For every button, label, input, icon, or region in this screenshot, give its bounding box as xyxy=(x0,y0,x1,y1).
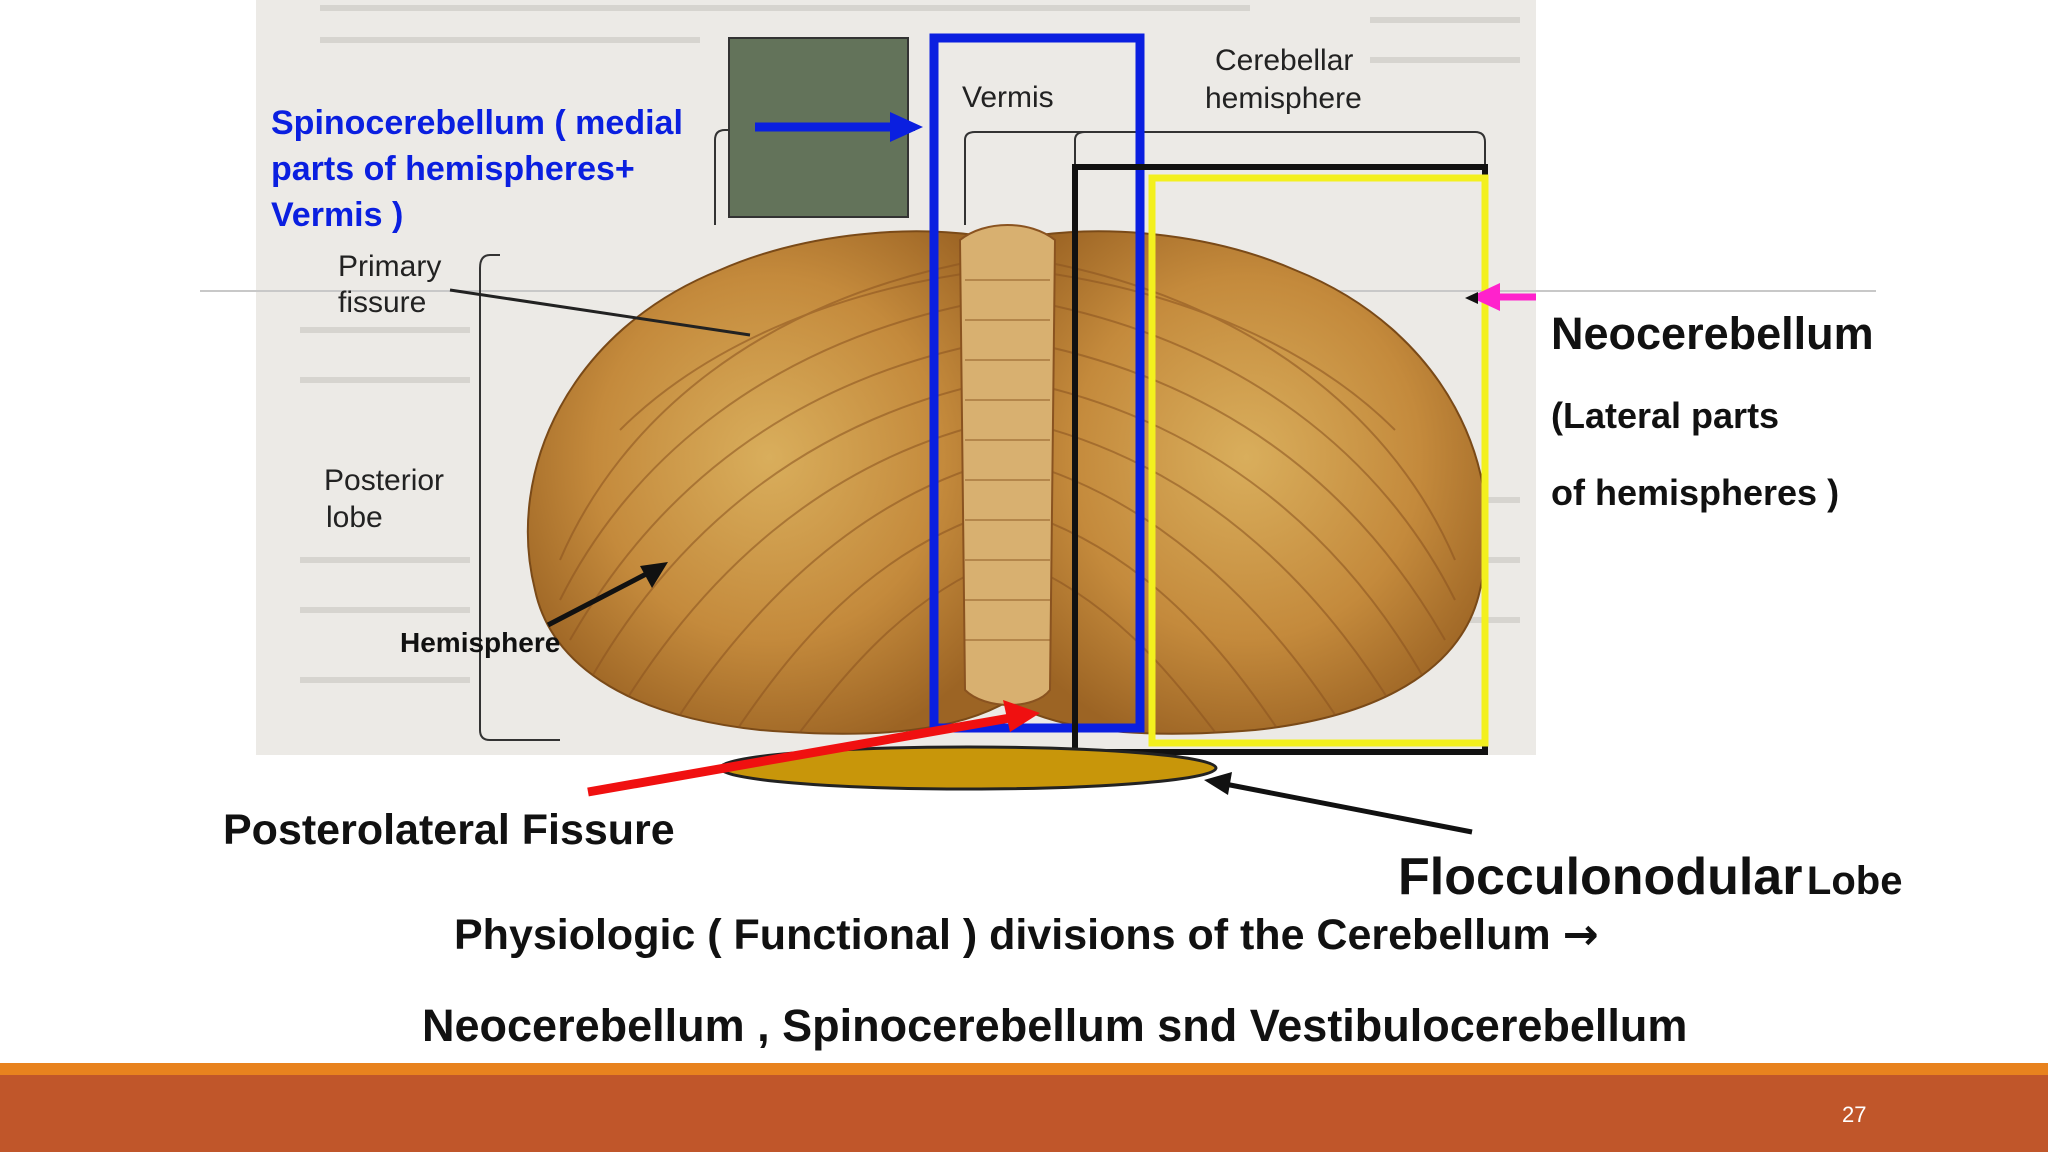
posterolateral-fissure-label: Posterolateral Fissure xyxy=(223,806,675,854)
caption-line2: Neocerebellum , Spinocerebellum snd Vest… xyxy=(422,1000,1688,1051)
posterior-lobe-line1: Posterior xyxy=(324,464,444,497)
posterior-lobe-line2: lobe xyxy=(326,501,383,534)
cerebellar-label-line2: hemisphere xyxy=(1205,82,1362,115)
primary-fissure-pointer xyxy=(449,288,751,337)
neo-arrow-head xyxy=(1470,283,1500,311)
spino-line2: parts of hemispheres+ xyxy=(271,150,635,188)
figure-labels: Vermis Cerebellar hemisphere Primary fis… xyxy=(324,44,1362,534)
primary-fissure-line1: Primary xyxy=(338,250,441,283)
neocerebellum-title: Neocerebellum xyxy=(1551,308,1874,359)
lateral-hemisphere-yellow-box xyxy=(1148,174,1489,747)
caption-line1: Physiologic ( Functional ) divisions of … xyxy=(454,910,1599,960)
vermis-strip xyxy=(958,224,1057,706)
footer-bar xyxy=(0,1075,2048,1152)
caption-arrow-icon: → xyxy=(1562,910,1599,960)
neocerebellum-sub2: of hemispheres ) xyxy=(1551,472,1840,513)
neocerebellum-sub1: (Lateral parts xyxy=(1551,395,1780,436)
vermis-label: Vermis xyxy=(962,81,1054,114)
posterolateral-arrow-head xyxy=(1003,700,1040,732)
floc-small: Lobe xyxy=(1806,859,1903,903)
footer-orange-line xyxy=(0,1063,2048,1075)
floc-big: Flocculonodular xyxy=(1398,848,1803,906)
cerebellar-label-line1: Cerebellar xyxy=(1215,44,1353,77)
spinocerebellum-label: Spinocerebellum ( medial parts of hemisp… xyxy=(271,100,683,238)
floccular-arrow-shaft xyxy=(1224,781,1473,835)
spinocerebellum-box xyxy=(929,33,1145,733)
caption-line1-text: Physiologic ( Functional ) divisions of … xyxy=(454,911,1551,959)
primary-fissure-line2: fissure xyxy=(338,286,426,319)
posterolateral-arrow-shaft xyxy=(587,713,1011,797)
neo-small-pointer xyxy=(1465,292,1478,304)
hemisphere-label: Hemisphere xyxy=(400,627,561,658)
hemisphere-arrow-shaft xyxy=(546,569,652,628)
slide-number: 27 xyxy=(1842,1102,1867,1127)
spino-line3: Vermis ) xyxy=(271,196,404,234)
floccular-arrow-head xyxy=(1204,772,1232,795)
spino-arrow-head xyxy=(890,112,923,142)
label-brackets xyxy=(479,129,1486,741)
hemisphere-arrow-head xyxy=(640,562,668,588)
flocculonodular-label: Flocculonodular Lobe xyxy=(1398,848,1902,908)
spino-line1: Spinocerebellum ( medial xyxy=(271,104,683,142)
cerebellum-illustration xyxy=(526,224,1489,735)
